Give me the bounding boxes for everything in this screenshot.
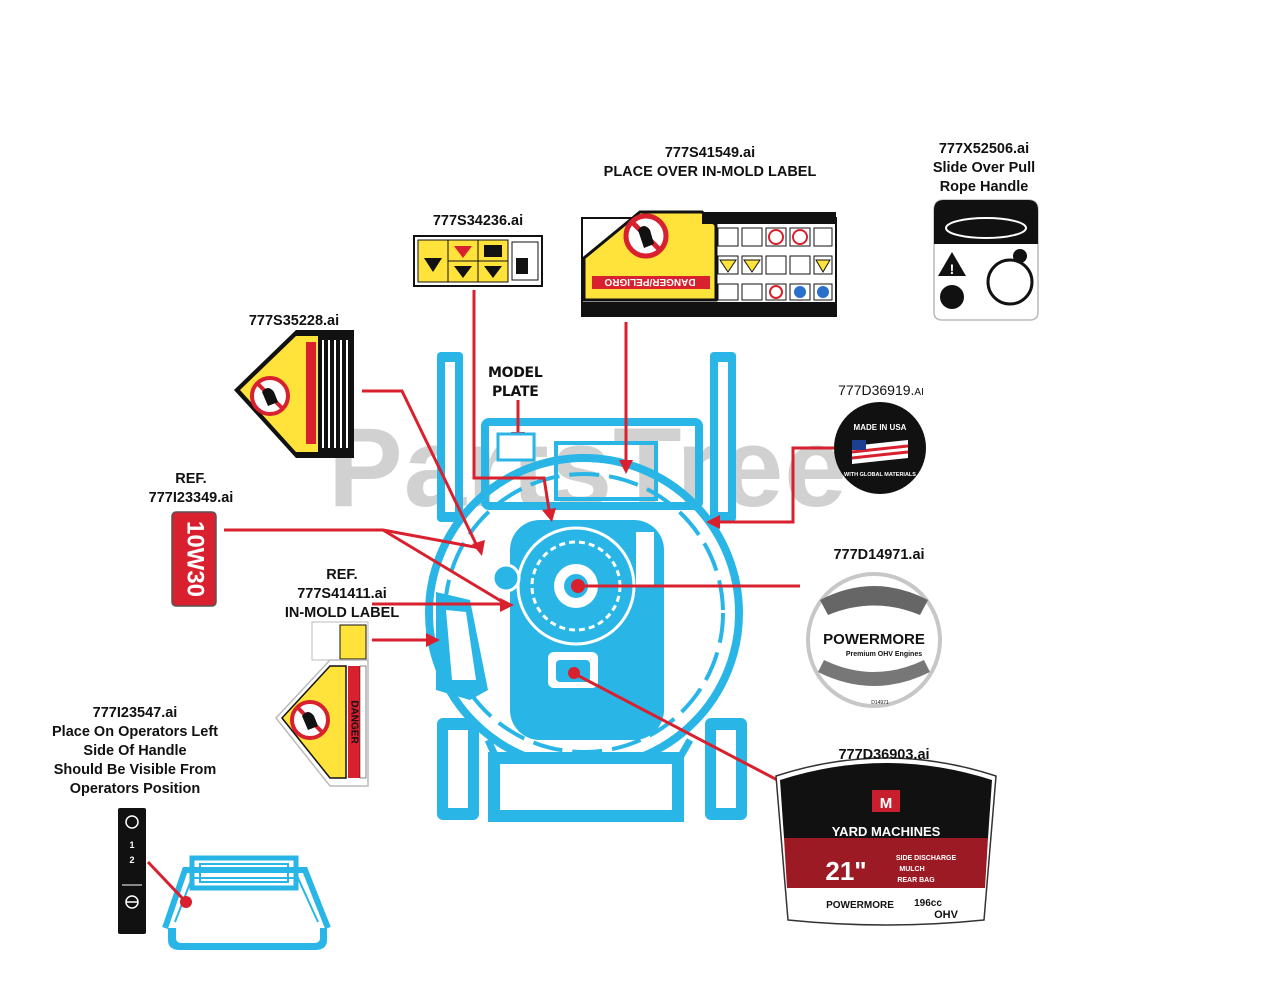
label-777d14971: 777D14971.ai [833,547,925,563]
svg-text:M: M [880,795,893,812]
svg-text:MADE IN USA: MADE IN USA [854,423,907,432]
svg-text:MULCH: MULCH [899,866,924,873]
svg-text:196cc: 196cc [914,898,942,909]
decal-35228 [234,330,354,458]
mower-illustration [425,352,747,822]
svg-text:D14971: D14971 [871,700,889,706]
label-777d36919: 777D36919.AI [838,382,924,398]
svg-text:Premium OHV Engines: Premium OHV Engines [846,651,922,658]
svg-text:SIDE DISCHARGE: SIDE DISCHARGE [896,855,957,862]
decal-34236 [413,235,543,287]
leader-arrowheads [180,432,720,908]
svg-text:POWERMORE: POWERMORE [826,900,894,911]
label-777s41549: 777S41549.ai PLACE OVER IN-MOLD LABEL [603,145,817,180]
decal-36903: M [775,757,997,926]
svg-text:POWERMORE: POWERMORE [823,631,925,648]
label-777s34236: 777S34236.ai [432,213,524,229]
svg-text:10W30: 10W30 [182,521,209,597]
model-plate-label: MODEL PLATE [488,365,543,400]
svg-text:1: 1 [129,840,134,850]
decal-52506: ! [933,199,1039,321]
handle-illustration [162,855,331,950]
label-777s35228: 777S35228.ai [248,313,340,329]
decal-14971 [806,572,942,708]
decal-23547: 1 2 [118,808,146,934]
label-777x52506: 777X52506.ai Slide Over Pull Rope Handle [932,141,1036,195]
label-777d36903: 777D36903.ai [838,747,930,763]
svg-text:REAR BAG: REAR BAG [897,877,935,884]
svg-text:DANGER: DANGER [348,700,359,744]
svg-text:YARD MACHINES: YARD MACHINES [832,824,941,839]
label-777i23349: REF. 777I23349.ai [148,471,234,506]
label-777i23547: 777I23547.ai Place On Operators Left Sid… [52,705,218,797]
model-plate-box [496,432,536,462]
svg-text:DANGER/PELIGRO: DANGER/PELIGRO [604,276,695,287]
decal-41411: DANGER [275,621,369,787]
decal-23349: 10W30 [171,511,217,607]
svg-text:WITH GLOBAL MATERIALS: WITH GLOBAL MATERIALS [844,472,916,478]
decal-36919: MADE IN USA WITH GLOBAL MATERIALS [834,402,926,494]
svg-text:2: 2 [129,855,134,865]
label-777s41411: REF. 777S41411.ai IN-MOLD LABEL [284,567,400,621]
svg-text:OHV: OHV [934,909,959,921]
decal-41549: DANGER/PELIGRO [581,210,837,317]
svg-text:!: ! [950,261,955,277]
leader-lines [146,290,836,904]
svg-text:21": 21" [825,856,866,886]
